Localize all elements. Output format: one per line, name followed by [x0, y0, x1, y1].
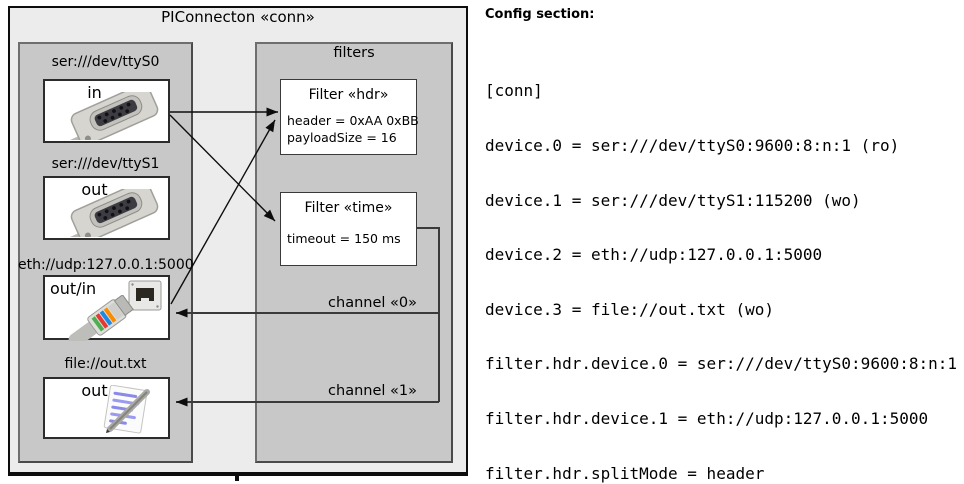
filter-time-title: Filter «time»	[304, 200, 393, 216]
device-label-eth: eth://udp:127.0.0.1:5000	[18, 257, 194, 273]
filter-time-attr-timeout: timeout = 150 ms	[287, 231, 401, 246]
device-box-file: out	[43, 377, 170, 439]
config-line: device.1 = ser:///dev/ttyS1:115200 (wo)	[485, 190, 861, 210]
filter-hdr-attr-payloadsize: payloadSize = 16	[287, 130, 397, 145]
device-box-ttys1: out	[43, 176, 170, 240]
channel-1-label: channel «1»	[328, 383, 417, 399]
config-section-heading: Config section:	[485, 7, 595, 22]
filter-hdr-title: Filter «hdr»	[308, 87, 389, 103]
frame-bottom-notch	[235, 476, 239, 481]
rj45-jack-icon	[128, 280, 162, 311]
config-line: filter.hdr.device.0 = ser:///dev/ttyS0:9…	[485, 354, 958, 374]
device-label-ttys0: ser:///dev/ttyS0	[51, 54, 160, 70]
port-label: out/in	[50, 279, 97, 298]
filter-hdr-attr-header: header = 0xAA 0xBB	[287, 113, 419, 128]
filter-time-box: Filter «time» timeout = 150 ms	[280, 192, 417, 266]
device-box-ttys0: in	[43, 79, 170, 143]
config-line: device.2 = eth://udp:127.0.0.1:5000	[485, 245, 823, 265]
filters-panel-title: filters	[333, 45, 375, 61]
port-label: out	[81, 381, 108, 400]
device-label-file: file://out.txt	[64, 356, 147, 372]
rj45-plug-icon	[68, 295, 134, 341]
device-box-eth: out/in	[43, 275, 170, 341]
config-line: filter.hdr.device.1 = eth://udp:127.0.0.…	[485, 409, 929, 429]
channel-0-label: channel «0»	[328, 295, 417, 311]
port-label: in	[87, 83, 102, 102]
port-label: out	[81, 180, 108, 199]
frame-title: PIConnecton «conn»	[161, 8, 315, 26]
device-label-ttys1: ser:///dev/ttyS1	[51, 156, 160, 172]
config-section-body: [conn] device.0 = ser:///dev/ttyS0:9600:…	[485, 46, 964, 484]
config-line: filter.hdr.splitMode = header	[485, 463, 765, 483]
config-line: device.0 = ser:///dev/ttyS0:9600:8:n:1 (…	[485, 136, 900, 156]
config-line: device.3 = file://out.txt (wo)	[485, 299, 774, 319]
config-line: [conn]	[485, 81, 543, 101]
filter-hdr-box: Filter «hdr» header = 0xAA 0xBB payloadS…	[280, 79, 419, 155]
